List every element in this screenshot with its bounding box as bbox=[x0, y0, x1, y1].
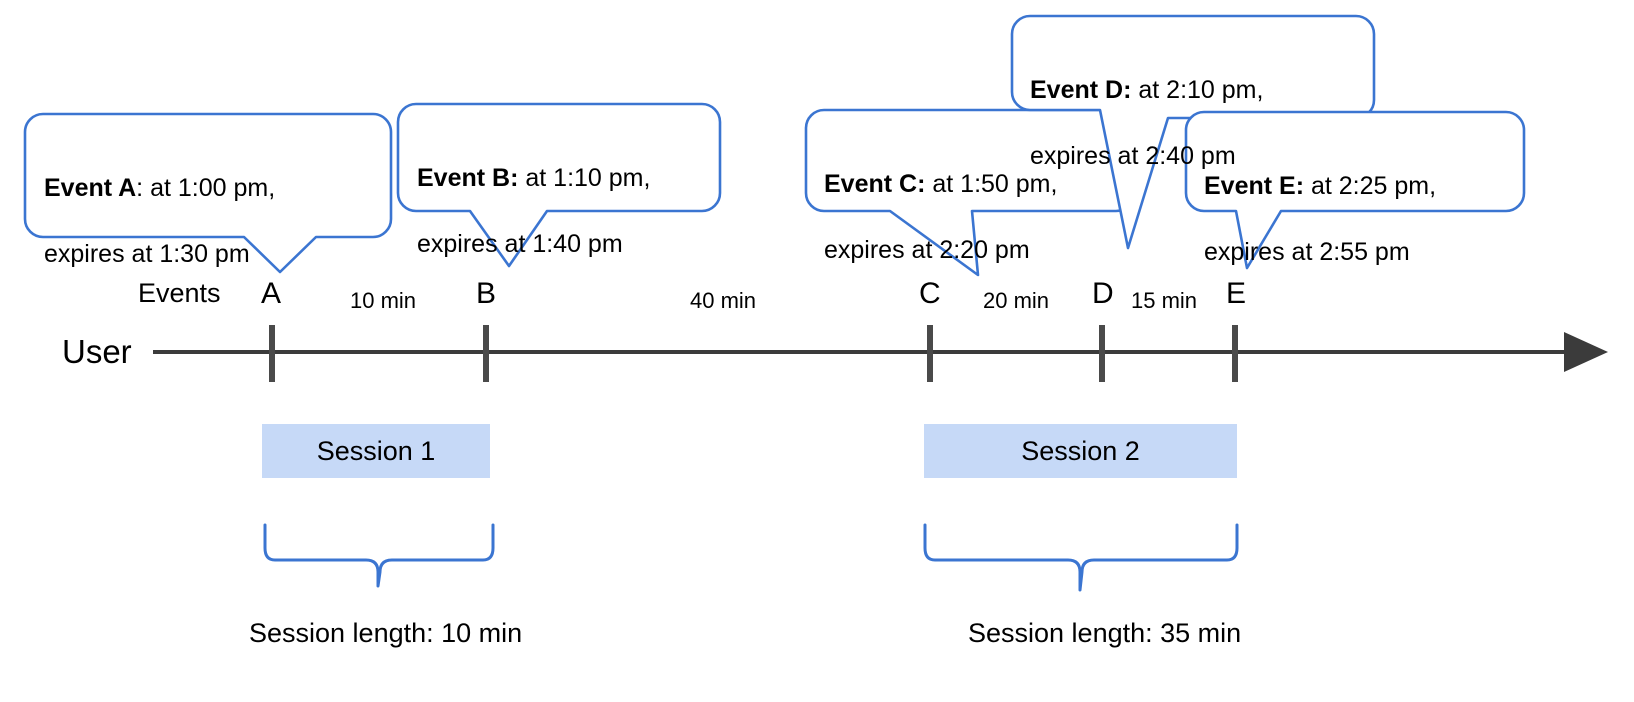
callout-d-line2: expires at 2:40 pm bbox=[1030, 142, 1236, 170]
session-1-length-label: Session length: 10 min bbox=[249, 618, 523, 648]
callout-a-line1: at 1:00 pm, bbox=[150, 174, 276, 202]
events-row-label: Events bbox=[138, 278, 221, 308]
marker-label-e: E bbox=[1226, 277, 1247, 310]
callout-b-line1: at 1:10 pm, bbox=[525, 164, 651, 192]
callout-d-title: Event D: bbox=[1030, 76, 1132, 104]
callout-a-sep: : bbox=[136, 174, 151, 202]
callout-e-line1: at 2:25 pm, bbox=[1310, 172, 1437, 200]
session-1-label: Session 1 bbox=[316, 435, 436, 466]
callout-e-title: Event E: bbox=[1204, 172, 1305, 200]
callout-c-line2: expires at 2:20 pm bbox=[824, 236, 1030, 264]
callout-b-text: Event B: at 1:10 pm, expires at 1:40 pm bbox=[417, 129, 717, 261]
marker-label-b: B bbox=[476, 277, 497, 310]
callout-event-a bbox=[23, 112, 393, 274]
callout-event-e bbox=[1184, 110, 1526, 270]
session-2-length-label: Session length: 35 min bbox=[968, 618, 1242, 648]
session-1-box[interactable]: Session 1 bbox=[262, 424, 490, 478]
callout-a-title: Event A bbox=[44, 174, 137, 202]
axis-row-label-user: User bbox=[62, 333, 132, 370]
callout-e-text: Event E: at 2:25 pm, expires at 2:55 pm bbox=[1204, 137, 1524, 269]
marker-label-a: A bbox=[261, 277, 282, 310]
callout-event-d bbox=[1010, 14, 1376, 250]
session-2-box[interactable]: Session 2 bbox=[924, 424, 1237, 478]
session-2-label: Session 2 bbox=[1021, 435, 1140, 466]
callout-e-bubble bbox=[1184, 110, 1526, 270]
gap-label-b-c: 40 min bbox=[690, 288, 757, 313]
gap-label-a-b: 10 min bbox=[350, 288, 417, 313]
callout-d-bubble bbox=[1010, 14, 1376, 250]
callout-e-line2: expires at 2:55 pm bbox=[1204, 238, 1410, 266]
gap-label-c-d: 20 min bbox=[983, 288, 1050, 313]
session-1-brace bbox=[263, 523, 495, 588]
gap-label-d-e: 15 min bbox=[1131, 288, 1198, 313]
callout-c-text: Event C: at 1:50 pm, expires at 2:20 pm bbox=[824, 135, 1134, 267]
session-2-brace bbox=[923, 523, 1239, 592]
callout-d-text: Event D: at 2:10 pm, expires at 2:40 pm bbox=[1030, 41, 1360, 173]
callout-a-bubble bbox=[23, 112, 393, 274]
callout-a-line2: expires at 1:30 pm bbox=[44, 240, 250, 268]
callout-b-title: Event B: bbox=[417, 164, 519, 192]
marker-label-d: D bbox=[1092, 277, 1114, 310]
callout-b-line2: expires at 1:40 pm bbox=[417, 230, 623, 258]
callout-a-text: Event A: at 1:00 pm, expires at 1:30 pm bbox=[44, 139, 384, 271]
callout-b-bubble bbox=[396, 102, 722, 268]
callout-c-title: Event C: bbox=[824, 170, 926, 198]
callout-d-line1: at 2:10 pm, bbox=[1138, 76, 1264, 104]
callout-event-b bbox=[396, 102, 722, 268]
marker-label-c: C bbox=[919, 277, 941, 310]
callout-c-line1: at 1:50 pm, bbox=[932, 170, 1058, 198]
